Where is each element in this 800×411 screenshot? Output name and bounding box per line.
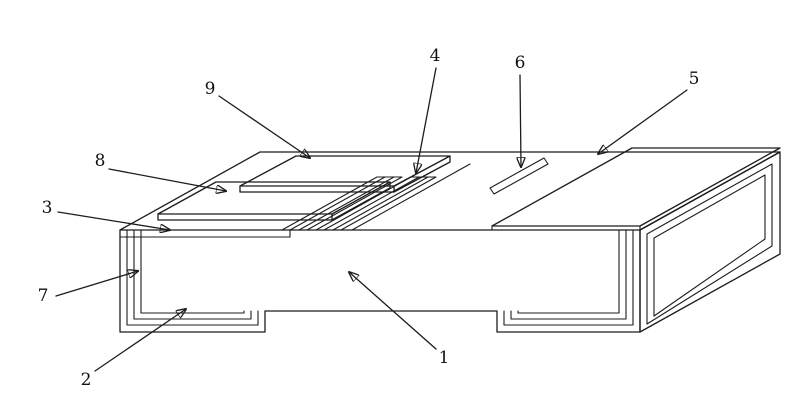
left-termination (126, 229, 259, 326)
meander-stripe-1 (281, 176, 386, 231)
meander-stripe-3 (315, 176, 420, 231)
leader-line-9 (218, 95, 310, 158)
left-termination-layer-1 (126, 229, 259, 326)
ref-label-3: 3 (41, 198, 53, 218)
ref-label-5: 5 (688, 69, 700, 89)
left-termination-layer-3 (140, 229, 245, 314)
film-band-edge (351, 163, 471, 231)
ref-label-7: 7 (37, 286, 49, 306)
leader-line-6 (520, 74, 521, 167)
leader-line-3 (57, 211, 170, 230)
upper-left-plate-front (239, 185, 395, 193)
ref-label-9: 9 (204, 79, 216, 99)
leader-line-7 (55, 271, 138, 297)
leader-line-4 (416, 67, 437, 173)
component-body (119, 151, 781, 333)
ref-label-4: 4 (429, 46, 441, 66)
right-termination-layer-3 (517, 229, 620, 314)
ref-label-8: 8 (94, 151, 106, 171)
left-layer-edge (119, 229, 291, 238)
right-termination (503, 163, 773, 326)
body-front-face (119, 229, 641, 333)
leader-line-8 (108, 168, 226, 191)
ref-label-1: 1 (438, 348, 450, 368)
ref-label-2: 2 (80, 370, 92, 390)
meander-stripe-2 (298, 176, 403, 231)
right-termination-side-layer-1 (646, 163, 773, 325)
leader-line-2 (94, 309, 186, 372)
resistive-element (281, 157, 549, 231)
right-termination-layer-2 (510, 229, 627, 320)
top-plates (157, 147, 781, 231)
layer-edge-line (119, 229, 291, 238)
right-plate-top (491, 147, 781, 227)
body-top-face (119, 151, 781, 231)
right-termination-side-layer-2 (653, 174, 766, 317)
left-lower-plate-front (157, 213, 333, 221)
right-termination-layer-1 (503, 229, 634, 326)
left-termination-layer-2 (133, 229, 252, 320)
meander-stripe-4 (332, 176, 437, 231)
leader-lines (55, 67, 688, 372)
trim-slot (489, 157, 549, 195)
upper-left-plate-side (393, 155, 451, 193)
leader-line-1 (349, 272, 437, 350)
ref-label-6: 6 (514, 53, 526, 73)
leader-line-5 (598, 89, 688, 154)
left-lower-plate-top (157, 181, 391, 215)
